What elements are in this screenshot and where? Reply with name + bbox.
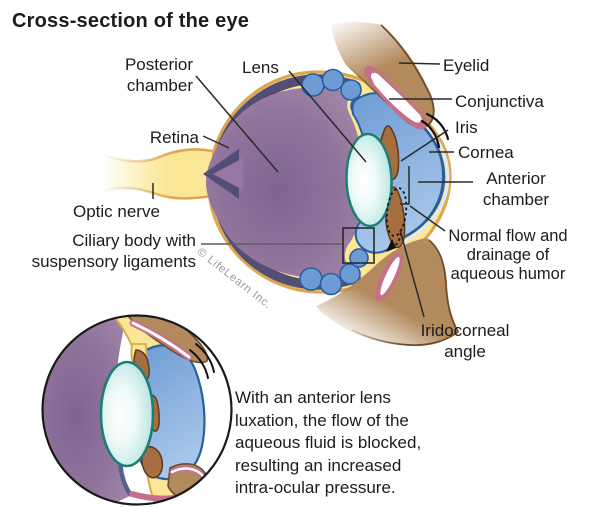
label-conjunctiva: Conjunctiva [455,92,544,111]
label-iridocorneal-angle: Iridocorneal angle [420,321,510,361]
callout-lines [152,62,473,318]
label-iris: Iris [455,118,478,137]
callout-normal-flow [409,205,446,232]
callout-retina [202,135,230,149]
inset-magnified-view [41,314,233,506]
main-eye [102,68,452,296]
label-cornea: Cornea [458,143,514,162]
callout-posterior-chamber [195,75,279,173]
label-eyelid: Eyelid [443,56,490,75]
label-optic-nerve: Optic nerve [73,202,160,221]
callout-eyelid [398,62,441,65]
lens [345,132,393,228]
label-lens: Lens [242,58,279,77]
page-title: Cross-section of the eye [12,10,250,32]
normal-flow-bracket [400,166,410,205]
callout-iridocorneal [399,229,425,318]
inset-caption: With an anterior lens luxation, the flow… [235,388,422,497]
lower-eyelid [316,238,460,347]
label-normal-flow: Normal flow and drainage of aqueous humo… [448,227,568,283]
flow-arrowhead [386,239,396,252]
upper-eyelid [331,21,450,149]
label-anterior-chamber: Anterior chamber [482,169,550,209]
label-retina: Retina [149,128,199,147]
label-ciliary-body: Ciliary body with suspensory ligaments [31,231,196,271]
upper-eyelashes [420,112,450,149]
label-posterior-chamber: Posterior chamber [124,55,193,95]
inset-circle-border [41,314,233,506]
inset-luxated-lens [99,360,155,468]
callout-lens [288,70,367,163]
ciliary-highlight-box [342,227,375,264]
optic-notch-purple [213,158,243,190]
callout-iris [400,129,449,162]
optic-nerve [102,148,214,200]
